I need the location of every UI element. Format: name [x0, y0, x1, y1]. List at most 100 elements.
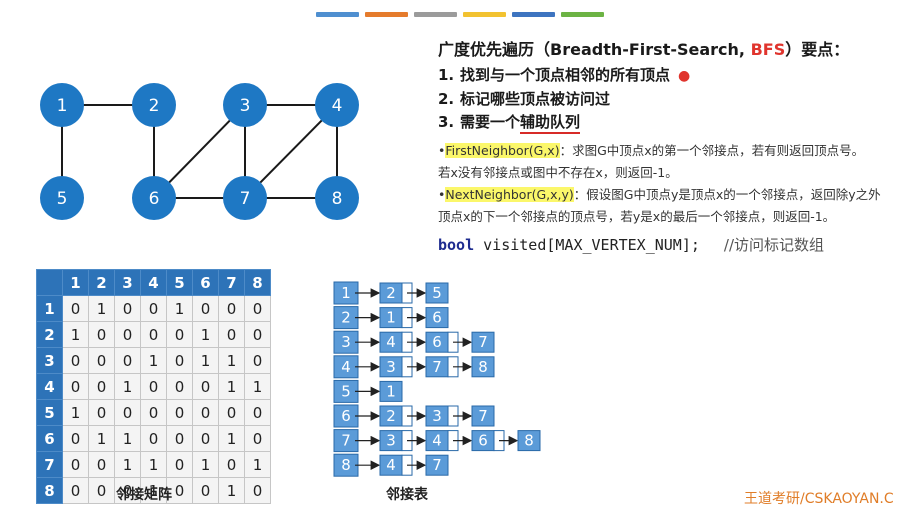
matrix-cell: 0	[192, 477, 219, 504]
adjlist-edge-label: 6	[432, 333, 442, 351]
matrix-cell: 0	[114, 321, 141, 348]
matrix-cell: 0	[62, 373, 89, 400]
matrix-cell: 1	[88, 425, 115, 452]
visited-array-code: bool visited[MAX_VERTEX_NUM];//访问标记数组	[438, 234, 824, 255]
matrix-cell: 0	[218, 321, 245, 348]
adjlist-next-ptr	[447, 430, 459, 452]
adjlist-edge-label: 1	[386, 382, 396, 400]
point-3: 3.需要一个辅助队列	[438, 111, 918, 134]
matrix-row-header: 6	[36, 425, 63, 452]
color-bar-segment	[463, 12, 506, 17]
graph-node-7	[223, 176, 267, 220]
next-neighbor-text: ：假设图G中顶点y是顶点x的一个邻接点，返回除y之外	[573, 187, 881, 202]
matrix-cell: 0	[114, 347, 141, 374]
matrix-row-header: 3	[36, 347, 63, 374]
point-text: 找到与一个顶点相邻的所有顶点	[460, 66, 671, 84]
matrix-cell: 1	[218, 425, 245, 452]
matrix-cell: 1	[218, 347, 245, 374]
matrix-cell: 0	[62, 425, 89, 452]
adjlist-edge-label: 8	[524, 432, 534, 450]
matrix-cell: 0	[244, 425, 271, 452]
adjlist-edge-label: 7	[432, 456, 442, 474]
next-neighbor-text-2: 顶点x的下一个邻接点的顶点号，若y是x的最后一个邻接点，则返回-1。	[438, 209, 836, 224]
adjlist-vertex-label: 1	[341, 284, 351, 302]
heading-bfs: BFS	[750, 40, 786, 59]
adjlist-edge-node	[425, 356, 449, 378]
matrix-cell: 0	[166, 451, 193, 478]
adjlist-vertex-label: 3	[341, 333, 351, 351]
adjlist-next-ptr	[401, 405, 413, 427]
graph-node-8	[315, 176, 359, 220]
color-bar-segment	[512, 12, 555, 17]
adjlist-vertex-cell	[333, 330, 359, 354]
matrix-cell: 0	[244, 321, 271, 348]
matrix-col-header: 1	[62, 269, 89, 296]
matrix-cell: 0	[62, 347, 89, 374]
matrix-cell: 1	[88, 295, 115, 322]
graph-node-label: 5	[57, 189, 68, 209]
matrix-cell: 0	[244, 477, 271, 504]
matrix-cell: 0	[244, 295, 271, 322]
heading-suffix: ）要点：	[785, 40, 850, 59]
matrix-cell: 1	[218, 477, 245, 504]
graph-node-4	[315, 83, 359, 127]
matrix-row-header: 2	[36, 321, 63, 348]
adjlist-vertex-label: 5	[341, 382, 351, 400]
graph-node-label: 8	[332, 189, 343, 209]
matrix-cell: 0	[166, 399, 193, 426]
adjlist-vertex-cell	[333, 404, 359, 428]
matrix-cell: 0	[140, 425, 167, 452]
point-text: 标记哪些顶点被访问过	[460, 90, 611, 108]
matrix-cell: 1	[244, 451, 271, 478]
matrix-cell: 0	[88, 373, 115, 400]
adjlist-edge-node	[425, 405, 449, 427]
adjlist-edge-label: 3	[386, 358, 396, 376]
matrix-cell: 0	[114, 477, 141, 504]
matrix-row-header: 5	[36, 399, 63, 426]
adjlist-vertex-label: 2	[341, 309, 351, 327]
color-bar-segment	[561, 12, 604, 17]
matrix-cell: 0	[140, 321, 167, 348]
adjlist-edge-label: 7	[432, 358, 442, 376]
matrix-cell: 0	[218, 451, 245, 478]
adjlist-vertex-cell	[333, 453, 359, 477]
adjlist-edge-node	[471, 405, 495, 427]
adjlist-edge-node	[379, 307, 403, 329]
first-neighbor-fn: FirstNeighbor(G,x)	[445, 143, 560, 158]
adjlist-edge-label: 3	[386, 432, 396, 450]
matrix-cell: 0	[140, 295, 167, 322]
bfs-key-points: 广度优先遍历（Breadth-First-Search, BFS）要点： 1.找…	[438, 38, 918, 134]
next-neighbor-fn: NextNeighbor(G,x,y)	[445, 187, 574, 202]
adjlist-vertex-label: 7	[341, 432, 351, 450]
color-bar-segment	[316, 12, 359, 17]
matrix-cell: 0	[192, 399, 219, 426]
matrix-cell: 0	[218, 399, 245, 426]
adjlist-edge-label: 4	[432, 432, 442, 450]
matrix-row-header: 7	[36, 451, 63, 478]
matrix-col-header: 5	[166, 269, 193, 296]
adjlist-edge-label: 7	[478, 333, 488, 351]
adjlist-edge-node	[425, 307, 449, 329]
adjlist-next-ptr	[447, 356, 459, 378]
adjlist-next-ptr	[447, 331, 459, 353]
matrix-cell: 1	[192, 451, 219, 478]
matrix-cell: 0	[62, 477, 89, 504]
adjlist-next-ptr	[493, 430, 505, 452]
matrix-cell: 0	[114, 295, 141, 322]
matrix-cell: 1	[192, 347, 219, 374]
adjlist-edge-label: 6	[478, 432, 488, 450]
adjlist-edge-label: 3	[432, 407, 442, 425]
adjlist-edge-node	[379, 356, 403, 378]
matrix-cell: 0	[244, 347, 271, 374]
matrix-cell: 1	[244, 373, 271, 400]
adjlist-next-ptr	[401, 454, 413, 476]
matrix-cell: 0	[114, 399, 141, 426]
matrix-cell: 1	[114, 373, 141, 400]
matrix-cell: 0	[166, 321, 193, 348]
